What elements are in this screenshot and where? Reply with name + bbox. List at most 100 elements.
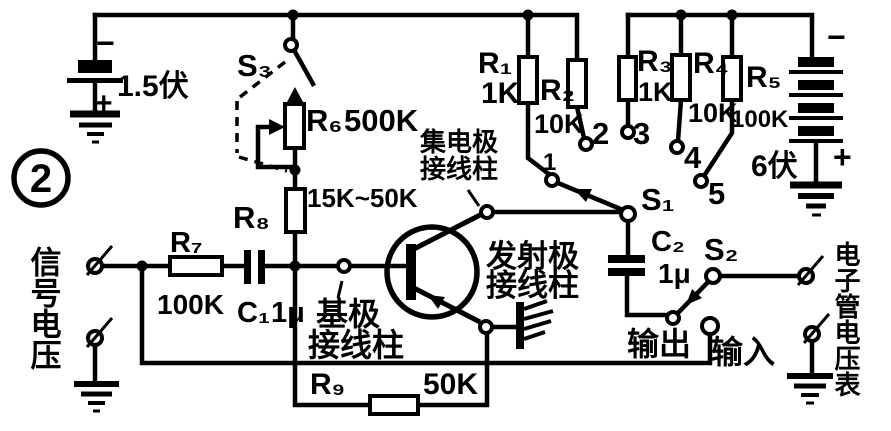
- top-right-rail: [625, 12, 815, 60]
- c2-output-wire: [624, 274, 669, 318]
- battery-right-value: 6伏: [751, 150, 798, 183]
- contact-label-3: 3: [633, 116, 650, 151]
- junction-dot: [726, 9, 738, 21]
- resistor-r5-body: [721, 55, 743, 102]
- s1-arm: [555, 180, 626, 213]
- junction-dots: [136, 9, 738, 272]
- contact-label-5: 5: [708, 176, 725, 211]
- resistor-r3-value: 1K: [638, 77, 673, 107]
- battery-cell-plate: [78, 60, 112, 73]
- capacitor-plate: [244, 250, 251, 284]
- resistor-r2-name: R₂: [540, 74, 575, 107]
- signal-voltage-label: 信号电压: [26, 246, 62, 371]
- junction-dot: [287, 9, 299, 21]
- contact2-lead: [574, 104, 587, 141]
- s1-arm-arrowhead: [574, 189, 592, 202]
- battery-cell-plate: [789, 116, 843, 120]
- s3-pivot-terminal: [283, 37, 299, 53]
- resistor-r3-body: [617, 55, 638, 102]
- resistor-bodies: [168, 53, 743, 416]
- contact-label-1: 1: [543, 149, 556, 176]
- resistor-r5-value: 100K: [731, 106, 789, 133]
- resistor-r8-name: R₈: [233, 200, 270, 235]
- battery-6v: [789, 57, 843, 143]
- junction-dot: [289, 260, 301, 272]
- s1-contact-4: [669, 139, 685, 155]
- resistor-r4-value: 10K: [688, 98, 738, 128]
- emitter-post-label-line2: 接线柱: [486, 268, 579, 303]
- resistor-r9-name: R₉: [310, 368, 345, 401]
- switch-s3-label: S₃: [237, 48, 272, 83]
- capacitor-c1-name: C₁: [237, 297, 270, 329]
- capacitor-c1-value: 1μ: [271, 297, 305, 329]
- figure-badge-number: 2: [30, 157, 52, 201]
- ground-under-voltmeter: [787, 373, 833, 405]
- resistor-r6-body: [283, 102, 306, 150]
- s2-pole: [704, 267, 722, 285]
- base-label-pointer: [336, 280, 344, 299]
- battery-cell-plate: [798, 103, 834, 113]
- s1-pole: [619, 205, 637, 223]
- capacitor-c2-name: C₂: [651, 226, 685, 258]
- capacitor-c2-value: 1μ: [658, 258, 691, 289]
- s1-contact-3: [620, 124, 636, 140]
- terminals: [85, 37, 831, 348]
- junction-dot: [136, 260, 148, 272]
- s3-lever: [290, 46, 317, 88]
- figure-badge: 2: [11, 148, 71, 208]
- battery-right-plus: +: [833, 139, 852, 175]
- input-monitor-terminal: [700, 316, 720, 336]
- resistor-r4-name: R₄: [693, 47, 729, 80]
- resistor-r7-name: R₇: [170, 227, 203, 259]
- s1-contact-5: [693, 173, 709, 189]
- emitter-binding-post: [478, 319, 494, 335]
- battery-left-value: 1.5伏: [117, 70, 189, 103]
- battery-left-minus: −: [96, 25, 115, 61]
- switch-s1-label: S₁: [641, 182, 675, 217]
- base-post-label-line2: 接线柱: [308, 327, 404, 363]
- switch-s2-label: S₂: [704, 232, 738, 267]
- resistor-r9-body: [368, 394, 420, 416]
- s1-contact-2: [578, 136, 594, 152]
- battery-cell-plate: [789, 93, 843, 97]
- collector-post-label-line1: 集电极: [419, 127, 499, 157]
- transistor-collector-lead: [410, 211, 484, 253]
- output-contact: [665, 310, 681, 326]
- contact1-lead: [525, 100, 554, 179]
- base-binding-post: [336, 258, 352, 274]
- resistor-r2-body: [566, 58, 588, 109]
- base-post-label-line1: 基极: [316, 296, 380, 332]
- contact-label-4: 4: [684, 140, 702, 175]
- figure-badge-circle: [11, 148, 71, 208]
- battery-cell-plate: [798, 80, 834, 90]
- battery-cell-plate: [789, 139, 843, 143]
- resistor-r1-value: 1K: [481, 77, 520, 110]
- resistor-r8-body: [284, 187, 307, 234]
- ground-emitter-chassis: [516, 299, 554, 349]
- battery-1_5v: [67, 60, 123, 83]
- battery-left-plus: +: [95, 87, 113, 120]
- junction-dot: [675, 9, 687, 21]
- transistor-envelope: [384, 224, 480, 320]
- s1-contact-1: [544, 172, 560, 188]
- junction-dot: [522, 9, 534, 21]
- terminal-slash: [802, 313, 831, 344]
- output-port-label: 输出: [627, 326, 691, 362]
- junction-dot: [289, 164, 301, 176]
- contact5-lead: [700, 97, 735, 180]
- s2-arm-arrowhead: [686, 289, 702, 305]
- collector-label-pointer: [466, 189, 481, 207]
- emitter-post-label-line1: 发射极: [485, 239, 579, 274]
- resistor-r2-value: 10K: [534, 109, 584, 139]
- battery-cell-plate: [798, 126, 834, 136]
- battery-cell-plate: [67, 78, 123, 83]
- ground-under-battery-left: [70, 110, 120, 144]
- resistor-r7-value: 100K: [157, 289, 224, 320]
- r9-left-loop: [292, 268, 373, 408]
- r9-right-loop: [415, 330, 490, 408]
- input-monitor-rail: [139, 263, 713, 366]
- r6-wiper-arrowhead: [269, 119, 285, 135]
- terminal-slash: [85, 245, 114, 276]
